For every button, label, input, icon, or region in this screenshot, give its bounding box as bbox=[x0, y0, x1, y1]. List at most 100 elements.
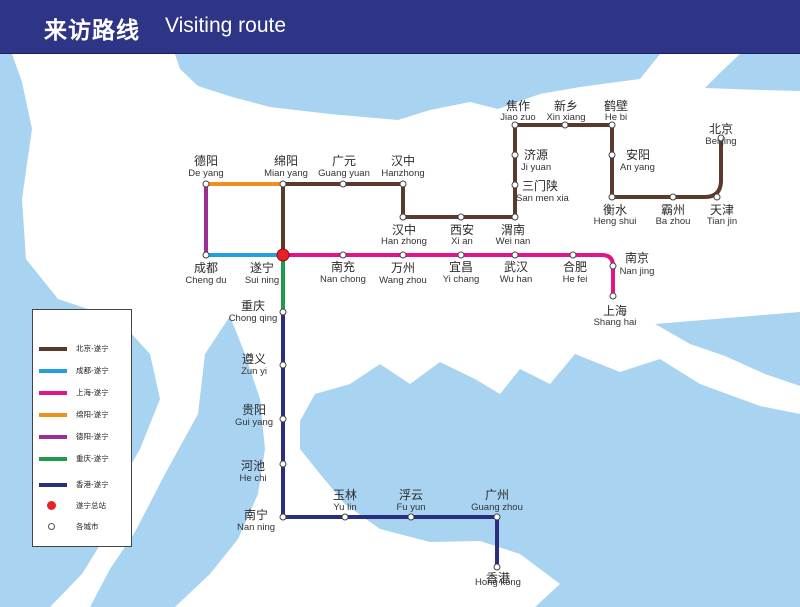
legend-line-swatch bbox=[39, 413, 67, 417]
station-marker-guiyang bbox=[279, 415, 287, 423]
station-label-tianjin: 天津 bbox=[710, 203, 734, 217]
station-marker-wuhan bbox=[511, 251, 519, 259]
station-label-jiaozuo: 焦作 bbox=[506, 99, 530, 113]
water-top-right bbox=[705, 54, 800, 91]
station-label-en-shanghai: Shang hai bbox=[594, 317, 637, 328]
station-marker-nanning bbox=[279, 513, 287, 521]
station-marker-yichang bbox=[457, 251, 465, 259]
legend-item: 成都-遂宁 bbox=[39, 364, 131, 378]
route-line-hongkong bbox=[281, 312, 499, 567]
station-label-hanzhong2: 汉中 bbox=[392, 222, 416, 237]
station-marker-hengshui bbox=[608, 193, 616, 201]
station-label-en-weinan: Wei nan bbox=[496, 236, 531, 247]
station-label-guiyang: 贵阳 bbox=[242, 403, 266, 417]
station-label-hengshui: 衡水 bbox=[603, 203, 627, 217]
legend-label: 遂宁总站 bbox=[76, 501, 106, 510]
station-marker-deyang bbox=[202, 180, 210, 188]
station-marker-xian bbox=[457, 213, 465, 221]
legend-label: 北京-遂宁 bbox=[76, 344, 109, 353]
station-label-en-chengdu: Cheng du bbox=[185, 275, 226, 286]
station-label-anyang: 安阳 bbox=[626, 147, 650, 162]
station-marker-tianjin bbox=[713, 193, 721, 201]
station-marker-hebi bbox=[608, 121, 616, 129]
station-label-en-jiaozuo: Jiao zuo bbox=[500, 112, 535, 123]
station-marker-chengdu bbox=[202, 251, 210, 259]
station-label-en-hefei: He fei bbox=[563, 274, 588, 285]
city-marker-icon bbox=[48, 523, 55, 530]
legend-item: 重庆-遂宁 bbox=[39, 452, 131, 466]
legend-item: 绵阳-遂宁 bbox=[39, 408, 131, 422]
legend-line-swatch bbox=[39, 483, 67, 487]
station-label-en-guangzhou: Guang zhou bbox=[471, 502, 523, 513]
station-marker-xinxiang bbox=[561, 121, 569, 129]
station-label-en-zunyi: Zun yi bbox=[241, 366, 267, 377]
station-label-en-mianyang: Mian yang bbox=[264, 168, 308, 179]
station-label-wanzhou: 万州 bbox=[391, 261, 415, 275]
station-marker-guangyuan bbox=[339, 180, 347, 188]
station-label-beijing: 北京 bbox=[709, 122, 733, 136]
station-label-en-yichang: Yi chang bbox=[443, 274, 480, 285]
station-label-mianyang: 绵阳 bbox=[274, 154, 298, 168]
station-label-en-chongqing: Chong qing bbox=[229, 313, 278, 324]
legend-line-swatch bbox=[39, 457, 67, 461]
station-label-nanjing: 南京 bbox=[625, 250, 649, 265]
station-label-en-nanchong: Nan chong bbox=[320, 274, 366, 285]
station-label-en-fuyun: Fu yun bbox=[396, 502, 425, 513]
station-marker-zunyi bbox=[279, 361, 287, 369]
station-marker-hechi bbox=[279, 460, 287, 468]
station-label-bazhou: 霸州 bbox=[661, 203, 685, 217]
legend-label: 绵阳-遂宁 bbox=[76, 410, 109, 419]
legend-label: 德阳-遂宁 bbox=[76, 432, 109, 441]
legend-item: 香港-遂宁 bbox=[39, 478, 131, 492]
station-label-weinan: 渭南 bbox=[501, 222, 525, 237]
station-label-xian: 西安 bbox=[450, 222, 474, 237]
station-label-hefei: 合肥 bbox=[563, 259, 587, 274]
hub-marker-suining bbox=[276, 248, 290, 262]
water-east bbox=[655, 312, 800, 386]
station-label-sanmenxia: 三门陕 bbox=[522, 178, 558, 193]
station-label-xinxiang: 新乡 bbox=[554, 98, 578, 113]
legend-line-swatch bbox=[39, 391, 67, 395]
route-line-beijing bbox=[281, 123, 723, 255]
legend-item: 遂宁总站 bbox=[39, 499, 131, 513]
legend-item: 各城市 bbox=[39, 520, 131, 534]
page-subtitle: Visiting route bbox=[165, 14, 287, 37]
station-label-en-hanzhong2: Han zhong bbox=[381, 236, 427, 247]
station-label-chongqing: 重庆 bbox=[241, 299, 265, 313]
station-label-en-hongkong: Hong kong bbox=[475, 577, 521, 588]
station-label-yulin: 玉林 bbox=[333, 488, 357, 502]
page-title: 来访路线 bbox=[44, 18, 140, 44]
station-marker-nanjing bbox=[609, 262, 617, 270]
station-marker-nanchong bbox=[339, 251, 347, 259]
station-label-en-jiyuan: Ji yuan bbox=[521, 162, 551, 173]
water-lower-left bbox=[90, 316, 265, 607]
station-label-hanzhong1: 汉中 bbox=[391, 153, 415, 168]
station-label-en-xian: Xi an bbox=[451, 236, 473, 247]
station-label-fuyun: 浮云 bbox=[399, 488, 423, 502]
legend-line-swatch bbox=[39, 347, 67, 351]
station-marker-weinan bbox=[511, 213, 519, 221]
station-label-yichang: 宜昌 bbox=[449, 259, 473, 274]
station-label-guangzhou: 广州 bbox=[485, 488, 509, 502]
station-label-en-hengshui: Heng shui bbox=[594, 216, 637, 227]
legend-item: 上海-遂宁 bbox=[39, 386, 131, 400]
station-marker-mianyang bbox=[279, 180, 287, 188]
station-label-hebi: 鹤壁 bbox=[604, 98, 628, 113]
station-marker-hanzhong2 bbox=[399, 213, 407, 221]
legend-item: 北京-遂宁 bbox=[39, 342, 131, 356]
station-label-en-wuhan: Wu han bbox=[500, 274, 533, 285]
station-label-en-wanzhou: Wang zhou bbox=[379, 275, 427, 286]
station-label-en-nanjing: Nan jing bbox=[620, 266, 655, 277]
station-label-en-hanzhong1: Hanzhong bbox=[381, 168, 424, 179]
station-marker-jiaozuo bbox=[511, 121, 519, 129]
station-label-en-tianjin: Tian jin bbox=[707, 216, 737, 227]
station-marker-hongkong bbox=[493, 563, 501, 571]
station-label-en-anyang: An yang bbox=[620, 162, 655, 173]
legend-label: 上海-遂宁 bbox=[76, 388, 109, 397]
legend-item: 德阳-遂宁 bbox=[39, 430, 131, 444]
station-marker-hefei bbox=[569, 251, 577, 259]
station-label-en-beijing: Bei jing bbox=[705, 136, 736, 147]
